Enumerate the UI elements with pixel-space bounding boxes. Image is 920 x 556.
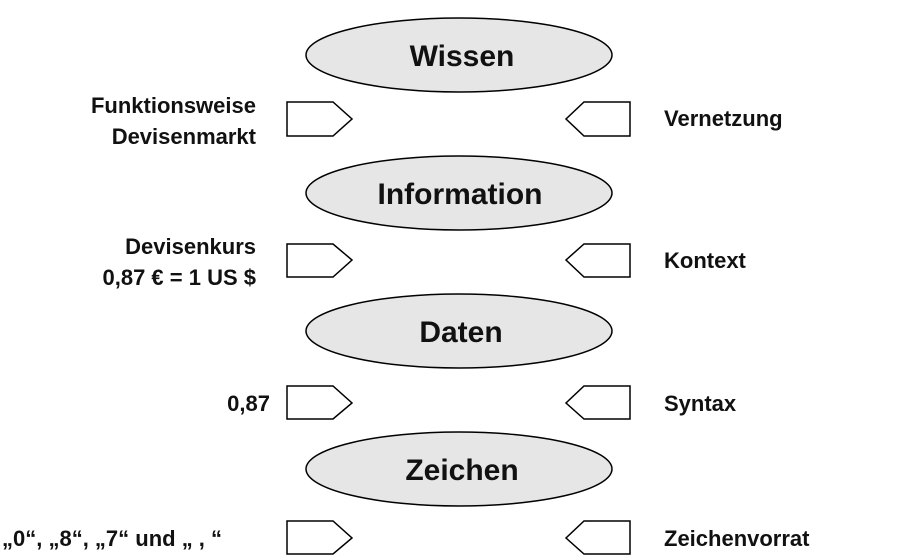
example-zeichen-line-1: „0“, „8“, „7“ und „ , “ (2, 526, 223, 551)
example-information: Devisenkurs 0,87 € = 1 US $ (103, 231, 257, 293)
right-arrow-2 (564, 243, 631, 278)
ellipse-daten (305, 293, 613, 369)
right-arrow-3 (564, 385, 631, 420)
relation-zeichen: Zeichenvorrat (664, 526, 810, 551)
label-wissen: Wissen (410, 40, 515, 73)
right-arrow-4 (564, 520, 631, 555)
left-arrow-4 (286, 520, 354, 555)
example-information-line-1: Devisenkurs (125, 234, 256, 259)
ellipse-information (305, 155, 613, 231)
example-wissen-line-2: Devisenmarkt (111, 124, 256, 149)
example-information-line-2: 0,87 € = 1 US $ (102, 265, 257, 290)
ellipse-wissen (305, 17, 613, 93)
example-wissen: Funktionsweise Devisenmarkt (91, 90, 256, 152)
label-zeichen: Zeichen (405, 454, 518, 487)
example-daten: 0,87 (227, 388, 270, 419)
relation-daten: Syntax (664, 391, 737, 416)
left-arrow-2 (286, 243, 354, 278)
example-wissen-line-1: Funktionsweise (90, 93, 256, 118)
relation-information: Kontext (664, 248, 746, 273)
left-arrow-3 (286, 385, 354, 420)
example-zeichen: „0“, „8“, „7“ und „ , “ (2, 523, 222, 554)
right-arrow-1 (564, 101, 631, 137)
ellipse-zeichen (305, 431, 613, 507)
example-daten-line-1: 0,87 (227, 391, 270, 416)
left-arrow-1 (286, 101, 354, 137)
relation-wissen: Vernetzung (664, 106, 783, 131)
label-information: Information (378, 178, 543, 211)
label-daten: Daten (419, 316, 502, 349)
